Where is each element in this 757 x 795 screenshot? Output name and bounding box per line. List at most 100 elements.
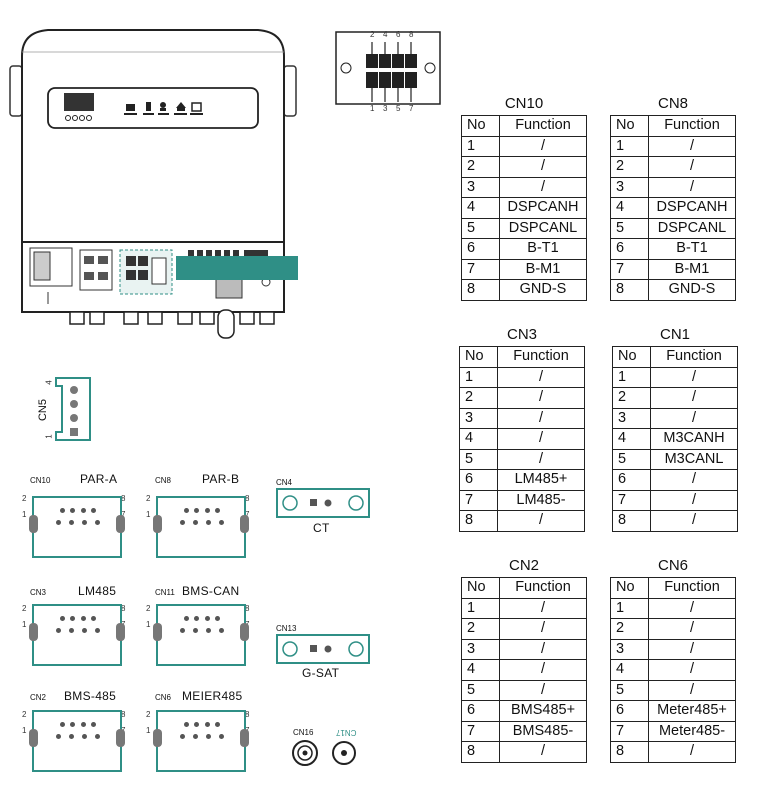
pin-number: 6 [610,700,649,722]
connector-name: PAR-A [80,472,118,486]
coax-connectors [292,740,356,766]
pin-function: DSPCANL [648,217,736,239]
pin-function: M3CANL [650,448,738,470]
pin-label: 8 [245,604,250,613]
connector-cn-label: CN2 [30,693,47,702]
connector-name: BMS-CAN [182,584,240,598]
pin-function: / [499,638,587,660]
pin-function: / [497,510,585,532]
pin-label: 8 [121,494,126,503]
pin-function: / [648,741,736,763]
pin-function: Meter485- [648,720,736,742]
pin-function: / [497,428,585,450]
table-row: 5/ [610,679,736,701]
table-row: 8/ [612,510,738,532]
table-title: CN10 [504,95,544,112]
table-row: 8/ [461,741,587,763]
header-function: Function [650,346,738,368]
table-row: 2/ [461,618,587,640]
ct-connector [276,488,370,518]
pin-number: 5 [461,217,500,239]
connector-name: PAR-B [202,472,240,486]
table-row: 3/ [459,407,585,429]
bms-485-connector [29,710,125,772]
connector-name: BMS-485 [64,689,117,703]
pin-label: 8 [121,710,126,719]
pin-label: 6 [396,30,401,39]
pin-number: 5 [612,448,651,470]
pin-number: 8 [610,279,649,301]
table-row: 3/ [610,638,736,660]
pin-function: / [648,597,736,619]
pin-label: 1 [146,726,151,735]
pin-number: 4 [461,659,500,681]
pin-label: 1 [22,726,27,735]
table-title: CN3 [506,326,537,343]
pin-function: / [497,366,585,388]
header-no: No [610,115,649,137]
pin-number: 6 [610,238,649,260]
pin-label: 1 [370,104,375,113]
table-row: 4/ [461,659,587,681]
table-title: CN2 [508,557,539,574]
connector-cn-label: CN8 [155,476,172,485]
pin-number: 4 [610,659,649,681]
table-row: 2/ [610,156,736,178]
pin-number: 1 [612,366,651,388]
pin-label: 2 [146,710,151,719]
table-row: 2/ [461,156,587,178]
header-function: Function [497,346,585,368]
pin-function: / [648,176,736,198]
pin-label: 7 [245,510,250,519]
cn5-pin-top: 4 [44,380,54,385]
pin-number: 2 [610,156,649,178]
cn5-connector: 4 1 CN5 [37,374,98,444]
pin-number: 2 [459,387,498,409]
pin-number: 2 [612,387,651,409]
pin-number: 1 [610,135,649,157]
pin-label: 1 [22,620,27,629]
pin-function: BMS485+ [499,700,587,722]
pin-number: 5 [610,217,649,239]
table-row: 5/ [461,679,587,701]
pin-function: / [497,448,585,470]
table-title: CN6 [657,557,688,574]
pin-function: / [499,135,587,157]
pin-function: / [499,156,587,178]
pin-number: 8 [461,741,500,763]
pin-number: 3 [610,176,649,198]
pin-number: 5 [459,448,498,470]
connector-cn-label: CN6 [155,693,172,702]
gsat-label: G-SAT [302,666,340,680]
table-row: 1/ [459,366,585,388]
pin-number: 4 [461,197,500,219]
pin-function: BMS485- [499,720,587,742]
pin-number: 3 [459,407,498,429]
pin-label: 2 [146,604,151,613]
inverter-illustration [9,29,298,339]
connector-cn-label: CN11 [155,588,175,597]
table-row: 2/ [612,387,738,409]
pin-label: 5 [396,104,401,113]
pin-label: 1 [22,510,27,519]
connector-cn-label: CN3 [30,588,47,597]
cn5-label: CN5 [37,398,50,422]
pin-label: 1 [146,510,151,519]
pin-number: 7 [610,720,649,742]
pin-number: 6 [459,469,498,491]
connector-cn-label: CN10 [30,476,51,485]
